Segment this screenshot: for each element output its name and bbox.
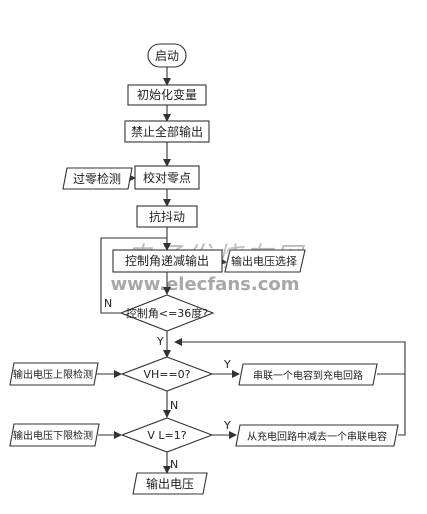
edge-angle-no-loop	[100, 237, 167, 314]
node-vl-decision-label: V L=1?	[147, 429, 186, 442]
edge-feedback-lower	[398, 374, 406, 436]
label-vh-no: N	[170, 399, 178, 412]
label-vh-yes: Y	[223, 358, 231, 371]
node-angle-output: 控制角递减输出	[112, 249, 223, 273]
node-upper-detect-label: 输出电压上限检测	[13, 368, 93, 381]
label-vl-yes: Y	[223, 419, 231, 432]
node-series-add: 串联一个电容到充电回路	[238, 363, 378, 386]
node-calibrate-label: 校对零点	[143, 170, 191, 185]
node-vl-decision: V L=1?	[120, 417, 214, 453]
node-series-remove-label: 从充电回路中减去一个串联电容	[247, 430, 387, 443]
node-output-voltage-label: 输出电压	[146, 476, 194, 491]
node-lower-detect-label: 输出电压下限检测	[13, 429, 93, 442]
node-series-add-label: 串联一个电容到充电回路	[253, 369, 363, 382]
edges	[94, 67, 406, 474]
node-output-voltage: 输出电压	[132, 472, 208, 495]
node-init-label: 初始化变量	[137, 87, 197, 102]
node-angle-output-label: 控制角递减输出	[125, 253, 209, 268]
node-calibrate: 校对零点	[134, 165, 200, 190]
node-debounce: 抗抖动	[136, 205, 198, 228]
node-lower-detect: 输出电压下限检测	[9, 423, 100, 447]
node-zero-check-label: 过零检测	[73, 171, 121, 186]
node-zero-check: 过零检测	[62, 167, 133, 190]
label-angle-yes: Y	[156, 335, 164, 348]
label-vl-no: N	[170, 458, 178, 471]
node-debounce-label: 抗抖动	[149, 209, 185, 224]
node-upper-detect: 输出电压上限检测	[9, 362, 99, 386]
edge-labels: N Y Y N Y N	[104, 297, 231, 471]
label-angle-no: N	[104, 297, 112, 310]
node-series-remove: 从充电回路中减去一个串联电容	[235, 424, 399, 447]
node-start-label: 启动	[155, 49, 179, 63]
node-output-select: 输出电压选择	[224, 249, 306, 273]
node-output-select-label: 输出电压选择	[231, 254, 297, 268]
node-disable: 禁止全部输出	[124, 120, 210, 143]
edge-feedback-loop	[174, 338, 406, 375]
node-disable-label: 禁止全部输出	[131, 124, 203, 139]
node-init: 初始化变量	[127, 84, 207, 106]
node-vh-decision-label: VH==0?	[143, 368, 190, 381]
node-angle-decision-label: 控制角<=36度?	[126, 306, 208, 320]
watermark-url: www.elecfans.com	[111, 274, 300, 295]
node-vh-decision: VH==0?	[120, 356, 214, 392]
node-angle-decision: 控制角<=36度?	[119, 294, 215, 332]
node-start: 启动	[147, 43, 187, 68]
